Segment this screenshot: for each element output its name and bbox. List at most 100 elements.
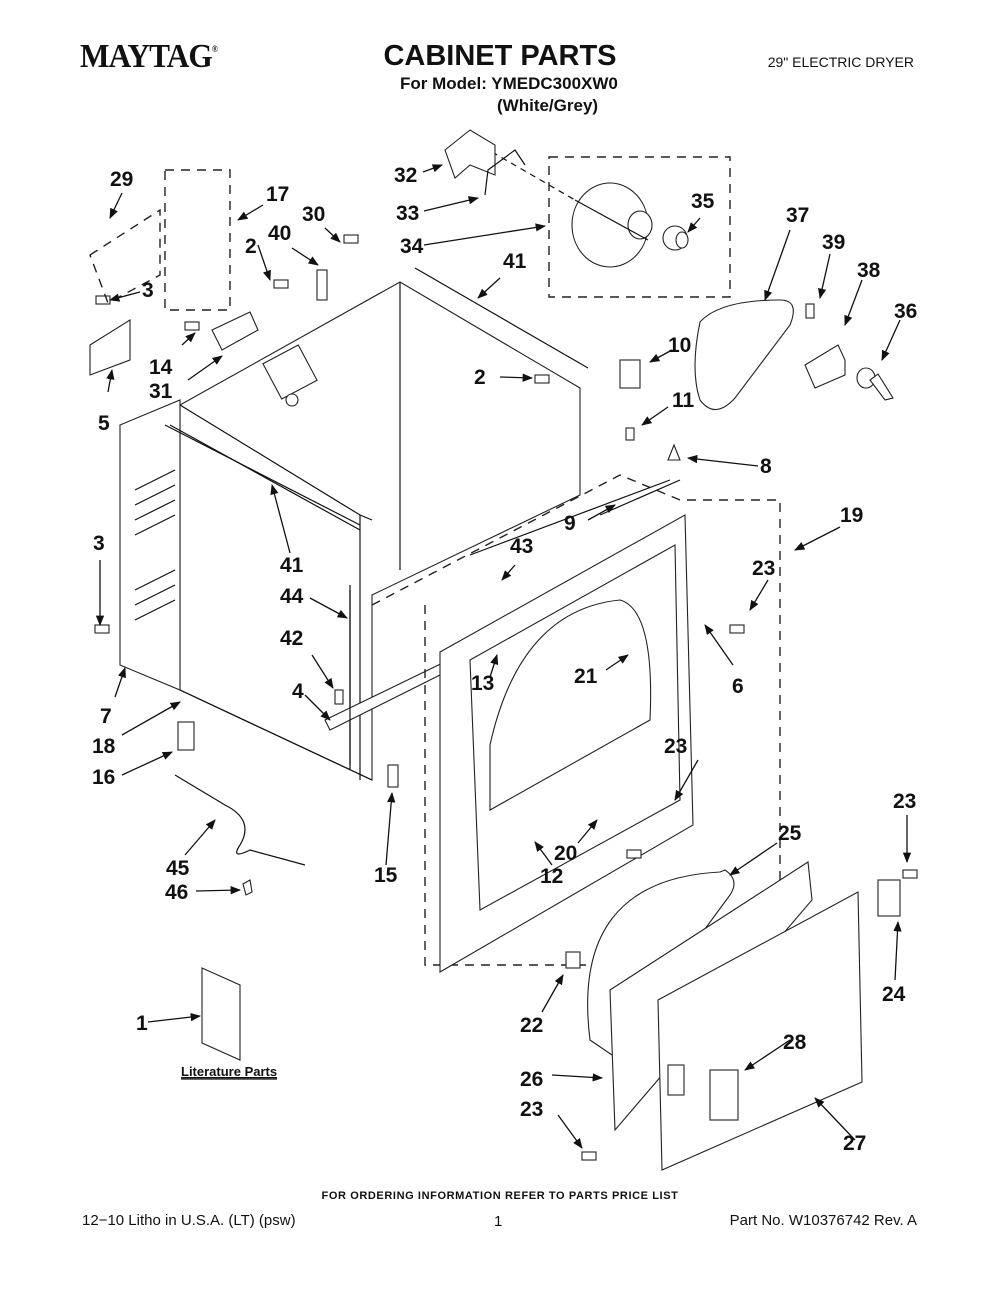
- rear-panel-louvers: [134, 469, 176, 621]
- callout-34: 34: [400, 235, 424, 258]
- screw-icon: [184, 321, 200, 331]
- screw-icon: [625, 427, 635, 441]
- callout-41-side: 41: [280, 554, 304, 577]
- screw-icon: [94, 624, 110, 634]
- door-assembly: [565, 861, 901, 1171]
- literature-booklet: [201, 967, 241, 1061]
- callout-23-c: 23: [893, 790, 916, 813]
- front-panel-group-outline: [371, 474, 781, 966]
- callout-22: 22: [520, 1014, 543, 1037]
- screw-icon: [902, 869, 918, 879]
- callout-23-d: 23: [520, 1098, 543, 1121]
- bracket: [387, 764, 399, 788]
- callout-9: 9: [564, 512, 576, 535]
- ground-clip: [316, 269, 328, 301]
- callout-15: 15: [374, 864, 398, 887]
- screw-icon: [534, 374, 550, 384]
- product-type: 29" ELECTRIC DRYER: [767, 54, 914, 70]
- callout-44: 44: [280, 585, 304, 608]
- callout-4: 4: [292, 680, 304, 703]
- callout-24: 24: [882, 983, 906, 1006]
- callout-33: 33: [396, 202, 419, 225]
- terminal-block: [211, 311, 259, 351]
- ordering-note: FOR ORDERING INFORMATION REFER TO PARTS …: [321, 1190, 679, 1202]
- callout-arrows: [95, 164, 912, 1149]
- callout-7: 7: [100, 705, 112, 728]
- cabinet-body: [119, 281, 581, 781]
- callout-32: 32: [394, 164, 417, 187]
- callout-38: 38: [857, 259, 881, 282]
- idler-bracket: [804, 344, 846, 389]
- handle-cutout: [667, 1064, 685, 1096]
- terminal-kit-outline: [164, 169, 231, 311]
- model-color: (White/Grey): [497, 96, 599, 115]
- callout-37: 37: [786, 204, 809, 227]
- page-title: CABINET PARTS: [383, 40, 617, 72]
- callout-2-b: 2: [474, 366, 486, 389]
- callout-36: 36: [894, 300, 917, 323]
- screws: [94, 234, 918, 1161]
- strain-relief-outline: [89, 208, 161, 304]
- screw-icon: [581, 1151, 597, 1161]
- callout-21: 21: [574, 665, 598, 688]
- callout-3-b: 3: [93, 532, 105, 555]
- cord-clip: [242, 879, 253, 896]
- callout-18: 18: [92, 735, 116, 758]
- model-number: For Model: YMEDC300XW0: [400, 74, 618, 93]
- callout-16: 16: [92, 766, 115, 789]
- power-cord: [174, 774, 306, 866]
- callout-46: 46: [165, 881, 188, 904]
- callout-25: 25: [778, 822, 802, 845]
- callout-28: 28: [783, 1031, 807, 1054]
- callout-43: 43: [510, 535, 533, 558]
- door-strike: [565, 951, 581, 969]
- part-number: Part No. W10376742 Rev. A: [729, 1212, 917, 1229]
- callout-45: 45: [166, 857, 190, 880]
- screw-icon: [273, 279, 289, 289]
- callout-1: 1: [136, 1012, 148, 1035]
- maytag-logo: MAYTAG®: [80, 38, 218, 76]
- callout-40: 40: [268, 222, 291, 245]
- screw-icon: [95, 295, 111, 305]
- callout-23-a: 23: [752, 557, 775, 580]
- callout-17: 17: [266, 183, 289, 206]
- brand-name: MAYTAG: [80, 38, 213, 75]
- callout-13: 13: [471, 672, 494, 695]
- callout-11: 11: [672, 389, 695, 412]
- motor-pulley: [662, 225, 689, 251]
- screw-icon: [626, 849, 642, 859]
- door-handle: [709, 1069, 739, 1121]
- callout-29: 29: [110, 168, 133, 191]
- registered-mark: ®: [211, 44, 218, 54]
- rear-panel: [119, 399, 181, 691]
- page-number: 1: [494, 1213, 503, 1230]
- screw-icon: [729, 624, 745, 634]
- drive-motor: [571, 182, 653, 268]
- callout-12: 12: [540, 865, 563, 888]
- motor-bracket: [444, 129, 496, 179]
- callout-8: 8: [760, 455, 772, 478]
- callout-3: 3: [142, 279, 154, 302]
- callout-10: 10: [668, 334, 691, 357]
- callout-2: 2: [245, 235, 257, 258]
- callout-30: 30: [302, 203, 325, 226]
- leveling-leg: [177, 721, 195, 751]
- drum-glide: [667, 443, 681, 461]
- drive-belt: [694, 299, 794, 411]
- callout-31: 31: [149, 380, 173, 403]
- motor-clip: [484, 149, 526, 196]
- callout-23-b: 23: [664, 735, 687, 758]
- callout-42: 42: [280, 627, 303, 650]
- callout-20: 20: [554, 842, 577, 865]
- callout-27: 27: [843, 1132, 866, 1155]
- callout-39: 39: [822, 231, 845, 254]
- callout-26: 26: [520, 1068, 543, 1091]
- callout-41-top: 41: [503, 250, 527, 273]
- callout-6: 6: [732, 675, 744, 698]
- litho-info: 12−10 Litho in U.S.A. (LT) (psw): [82, 1212, 296, 1229]
- callout-14: 14: [149, 356, 173, 379]
- outer-door: [657, 891, 863, 1171]
- side-seal-strip: [169, 424, 361, 531]
- callout-labels: 29 17 30 40 2 3 14 31 5 32 33 34 35 41 3…: [92, 164, 917, 1155]
